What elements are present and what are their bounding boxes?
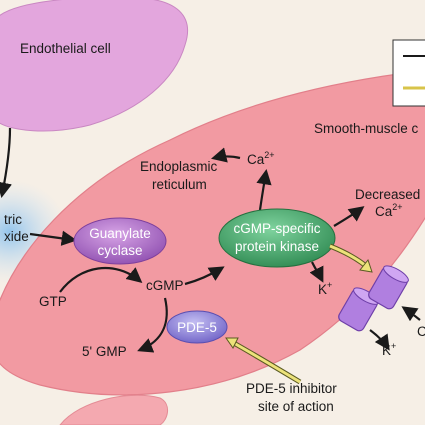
pkg-to-decreased-arrow: [333, 206, 365, 227]
smooth-muscle-cell: [0, 69, 425, 396]
gtp-to-cgmp-arrow: [59, 267, 143, 293]
er-line2: reticulum: [152, 177, 207, 192]
potassium-inside-label: K+: [318, 280, 332, 297]
cgmp-to-pkg-arrow: [184, 266, 225, 286]
nitric-oxide-label-line1: tric: [4, 212, 22, 227]
calcium-channel-partial-label: C: [417, 324, 425, 339]
pkg-label-line1: cGMP-specific: [233, 221, 320, 236]
pathway-arrows: [0, 127, 421, 353]
inhibitor-label-line1: PDE-5 inhibitor: [246, 381, 337, 396]
five-gmp-label: 5' GMP: [82, 344, 127, 359]
gtp-label: GTP: [39, 294, 67, 309]
pkg-to-potassium-arrow: [309, 261, 324, 283]
smooth-muscle-cell-label: Smooth-muscle c: [314, 121, 419, 136]
pde5-label: PDE-5: [177, 320, 217, 335]
endothelial-cell-label: Endothelial cell: [20, 41, 111, 56]
channel-to-potassium-out-arrow: [369, 329, 390, 351]
protein-kinase-node: cGMP-specific protein kinase: [218, 208, 336, 268]
decreased-calcium-label: Ca2+: [375, 202, 403, 219]
lower-cell-fragment: [59, 394, 168, 425]
cgmp-to-five-gmp-arrow: [137, 297, 168, 353]
endothelial-to-no-arrow: [0, 127, 12, 199]
calcium-to-er-arrow: [211, 147, 241, 163]
legend-box: [392, 39, 425, 107]
er-calcium-label: Ca2+: [247, 150, 275, 167]
decreased-label: Decreased: [355, 187, 420, 202]
endothelial-cell: [0, 0, 189, 132]
pkg-label-line2: protein kinase: [235, 239, 319, 254]
external-to-channel-arrow: [401, 306, 421, 322]
pde5-node: PDE-5: [166, 310, 228, 344]
guanylate-cyclase-node: Guanylate cyclase: [73, 217, 167, 265]
nitric-oxide-label-line2: xide: [4, 229, 29, 244]
inhibitor-label-line2: site of action: [258, 399, 334, 414]
calcium-channel: [368, 265, 409, 310]
cgmp-label: cGMP: [146, 278, 184, 293]
guanylate-label-line1: Guanylate: [89, 226, 151, 241]
er-line1: Endoplasmic: [140, 159, 218, 174]
guanylate-label-line2: cyclase: [97, 243, 142, 258]
yellow-arrows: [225, 243, 373, 385]
no-to-guanylate-arrow: [29, 230, 78, 246]
pkg-to-calcium-arrow: [256, 168, 272, 211]
